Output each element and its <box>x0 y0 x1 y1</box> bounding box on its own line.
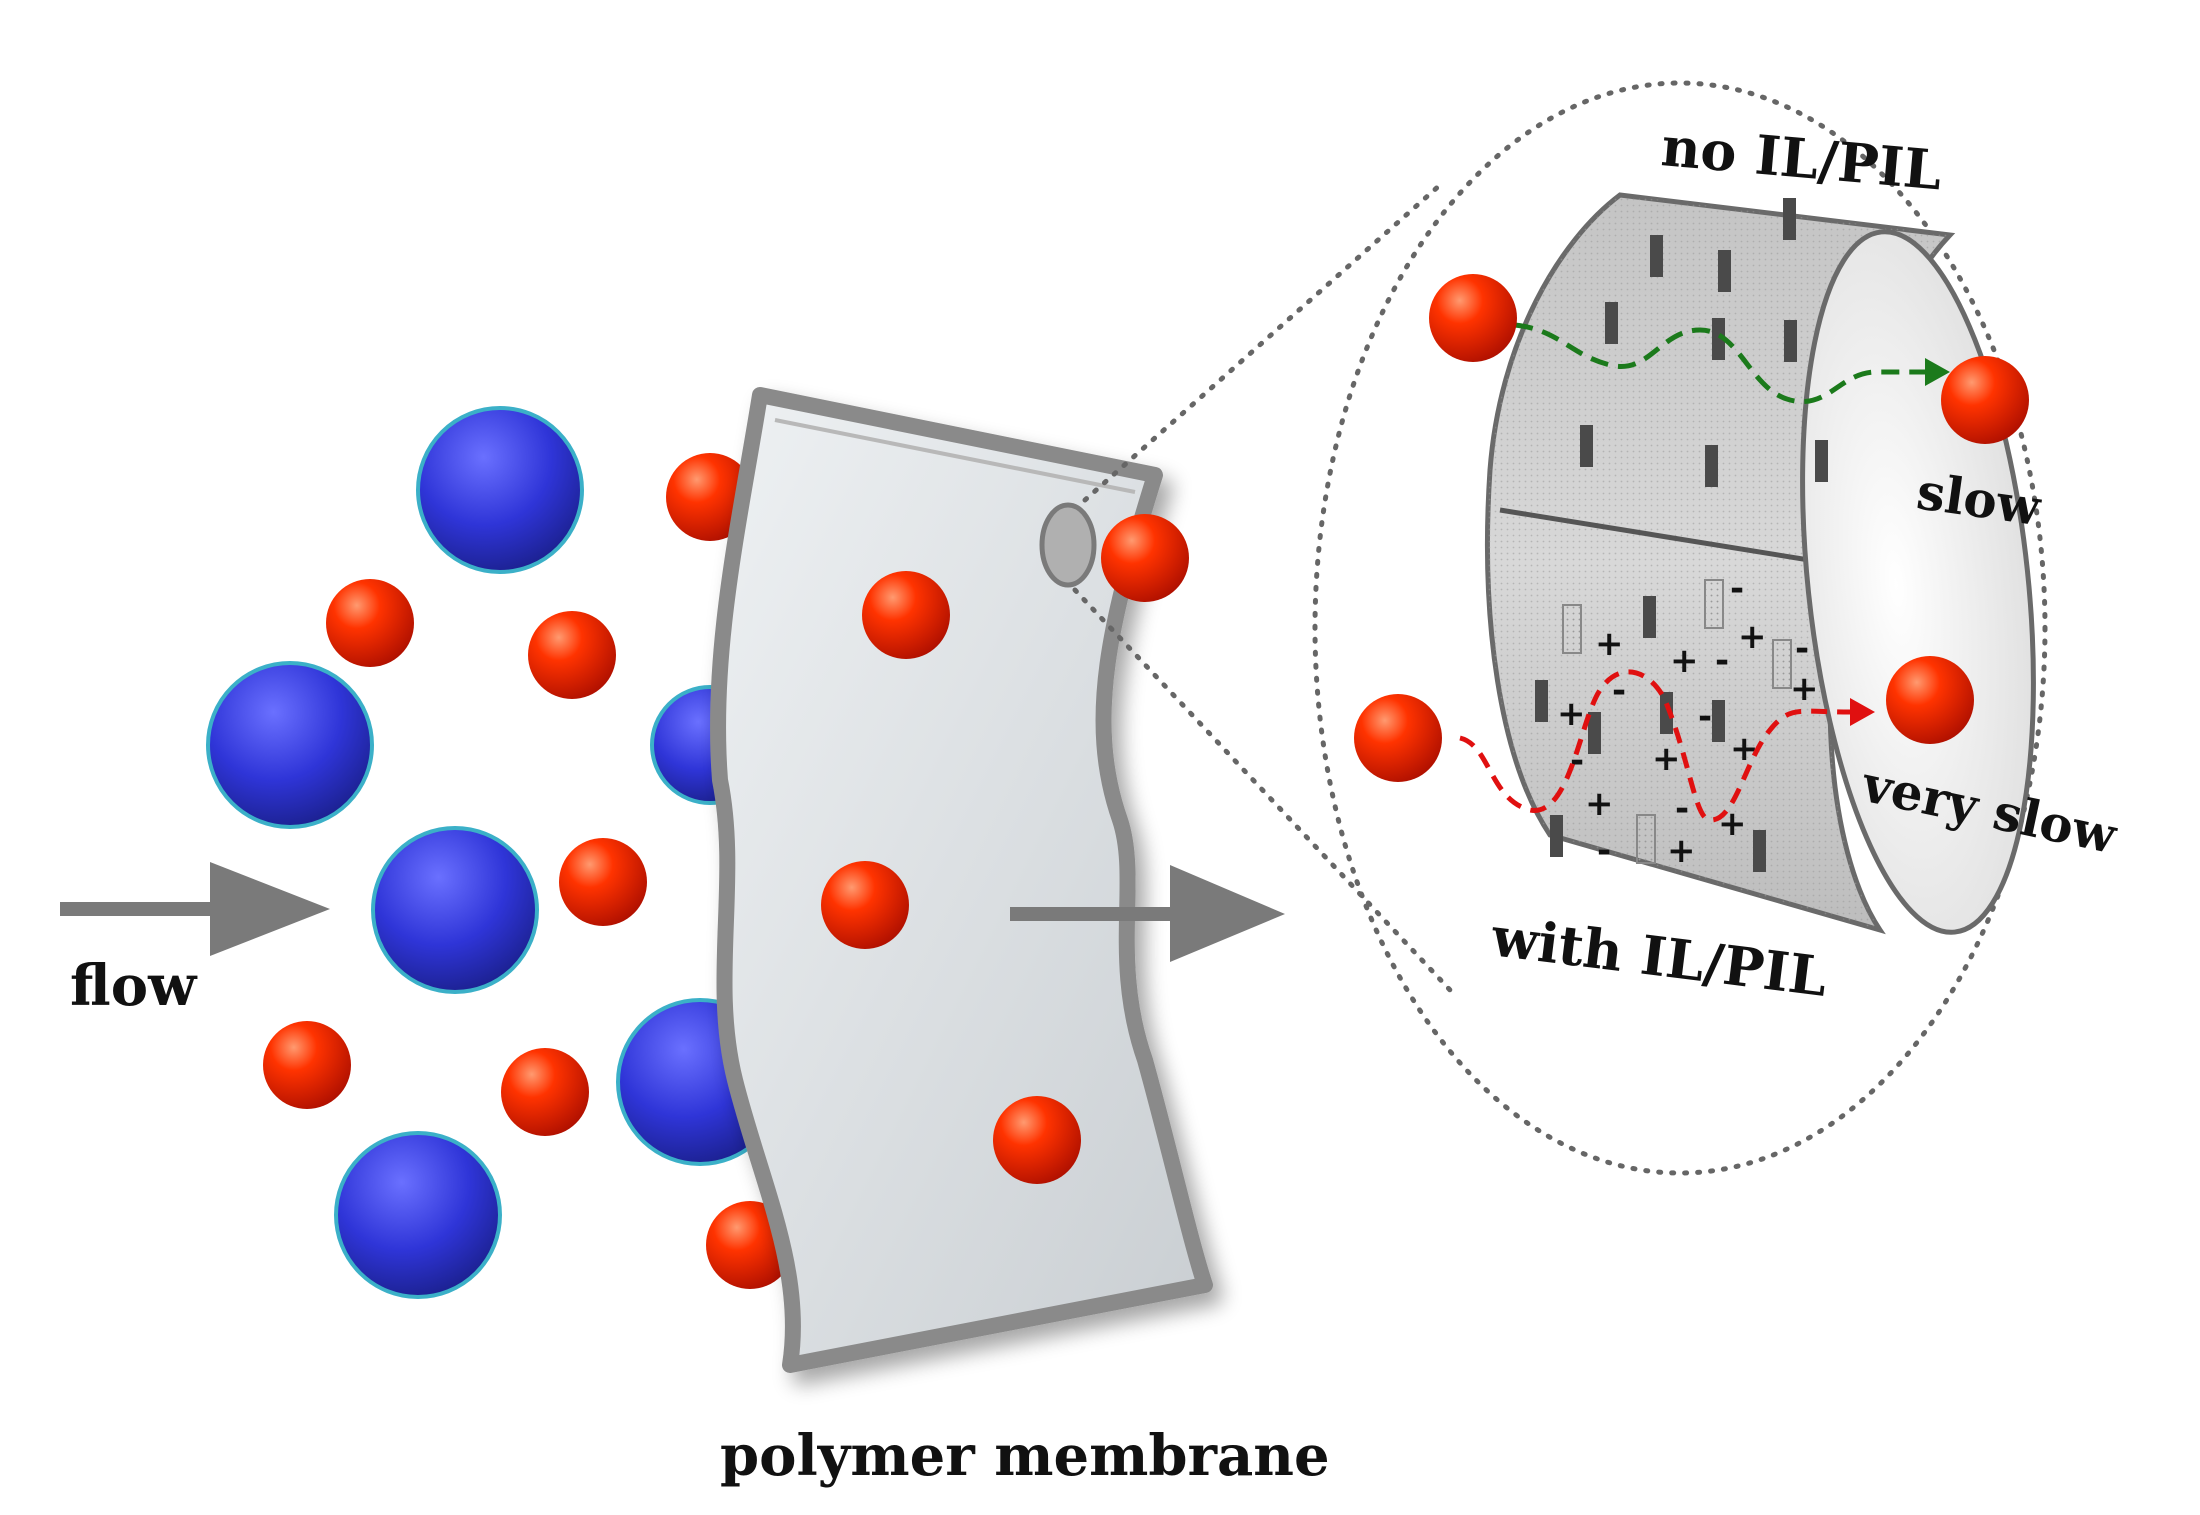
zoom-lens <box>1072 80 2048 1176</box>
polymer-membrane <box>710 387 1213 1373</box>
large-molecules <box>206 406 784 1299</box>
charge-sign: + <box>1790 669 1819 709</box>
small-molecule <box>1941 356 2029 444</box>
charge-sign: - <box>1698 697 1712 737</box>
path-no-il <box>1514 322 1925 405</box>
small-molecule <box>1429 274 1517 362</box>
ionic-charges: + + - + - + - + - + - + - + - + - + <box>1557 569 1819 871</box>
charge-sign: - <box>1715 641 1729 681</box>
charge-sign: + <box>1670 641 1699 681</box>
small-molecule <box>501 1048 589 1136</box>
large-molecule <box>206 661 374 829</box>
small-molecule <box>1101 514 1189 602</box>
charge-sign: - <box>1597 831 1611 871</box>
small-molecule <box>821 861 909 949</box>
path-with-il-arrowhead <box>1850 698 1875 726</box>
no-il-label: no IL/PIL <box>1659 114 1944 202</box>
small-molecule <box>993 1096 1081 1184</box>
membrane-label: polymer membrane <box>720 1423 1330 1489</box>
charge-sign: + <box>1652 739 1681 779</box>
small-molecule <box>263 1021 351 1109</box>
with-il-label: with IL/PIL <box>1487 904 1830 1009</box>
charge-sign: - <box>1612 671 1626 711</box>
charge-sign: + <box>1585 784 1614 824</box>
permeate-arrow-icon <box>1010 865 1285 962</box>
charge-sign: + <box>1718 804 1747 844</box>
flow-arrow-icon <box>60 862 330 956</box>
pore-cylinder <box>1485 192 2036 935</box>
large-molecule <box>334 1131 502 1299</box>
polymer-chains-with-il <box>1535 596 1766 872</box>
charge-sign: + <box>1557 694 1586 734</box>
small-molecules-zoom <box>1354 274 2029 782</box>
membrane-pore <box>1039 502 1097 588</box>
charge-sign: - <box>1795 629 1809 669</box>
ionic-liquid-domains <box>1562 579 1792 864</box>
charge-sign: + <box>1667 831 1696 871</box>
small-molecule <box>528 611 616 699</box>
charge-sign: + <box>1738 617 1767 657</box>
charge-sign: + <box>1595 624 1624 664</box>
small-molecule <box>559 838 647 926</box>
charge-sign: - <box>1730 569 1744 609</box>
large-molecule <box>416 406 584 574</box>
charge-sign: + <box>1730 729 1759 769</box>
large-molecule <box>371 826 539 994</box>
small-molecules-feed <box>263 453 794 1289</box>
small-molecule <box>1354 694 1442 782</box>
charge-sign: - <box>1570 741 1584 781</box>
small-molecule <box>326 579 414 667</box>
small-molecule <box>862 571 950 659</box>
charge-sign: - <box>1675 789 1689 829</box>
flow-label: flow <box>70 953 198 1019</box>
path-no-il-arrowhead <box>1925 358 1950 386</box>
polymer-chains-no-il <box>1580 198 1828 487</box>
small-molecule <box>1886 656 1974 744</box>
small-molecules-permeate <box>821 514 1189 1184</box>
